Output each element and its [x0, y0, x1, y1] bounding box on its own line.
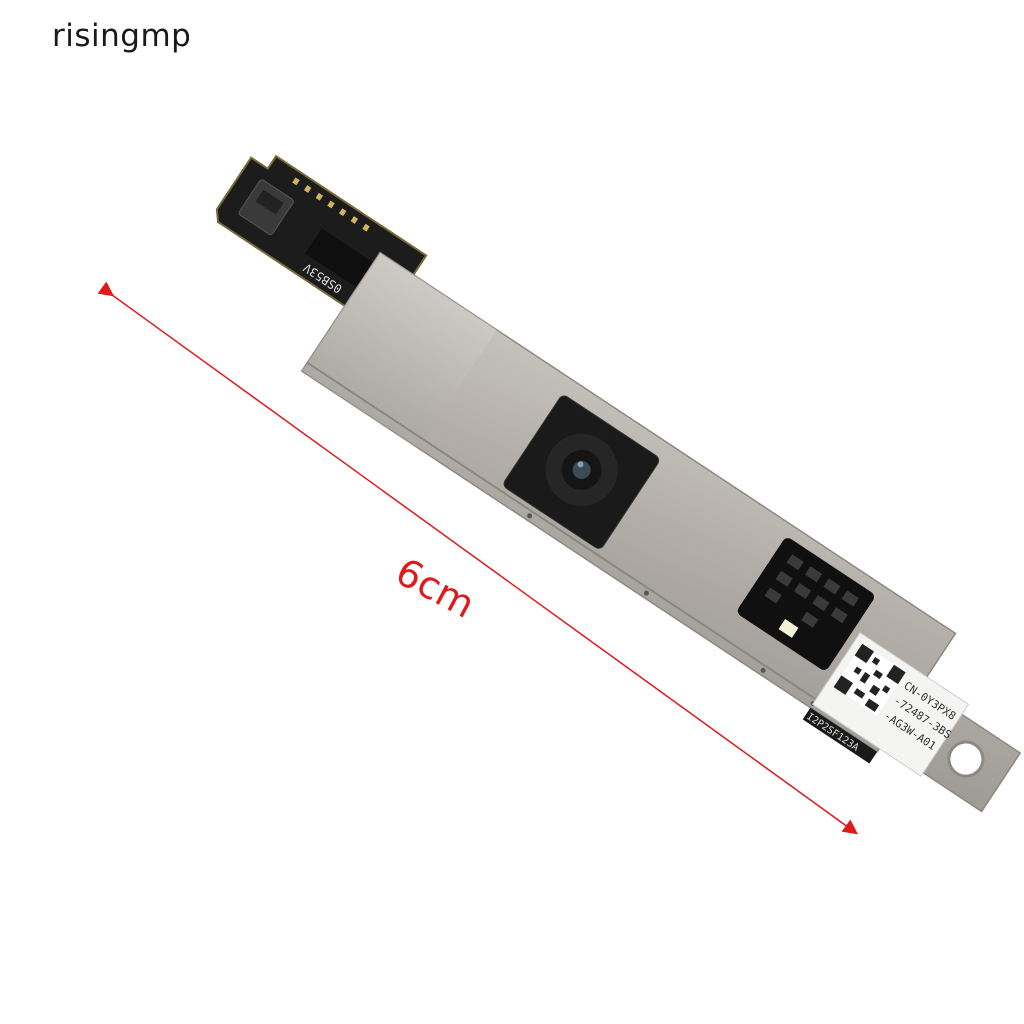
pcb-edge [802, 707, 878, 764]
qr-code [833, 643, 906, 716]
chip-window [737, 538, 875, 670]
watermark-brand: risingmp [52, 18, 192, 54]
dimension-line [97, 281, 859, 835]
dimension-label: 6cm [389, 549, 482, 626]
led-indicator [778, 619, 799, 638]
gold-contacts [292, 177, 370, 232]
mounting-hole [947, 740, 985, 778]
camera-lens [503, 395, 660, 549]
product-sticker: CN-0Y3PX8 -72487-3BS -AG3W-A01 [811, 631, 970, 777]
camera-module: 0SB53V [215, 154, 1022, 813]
